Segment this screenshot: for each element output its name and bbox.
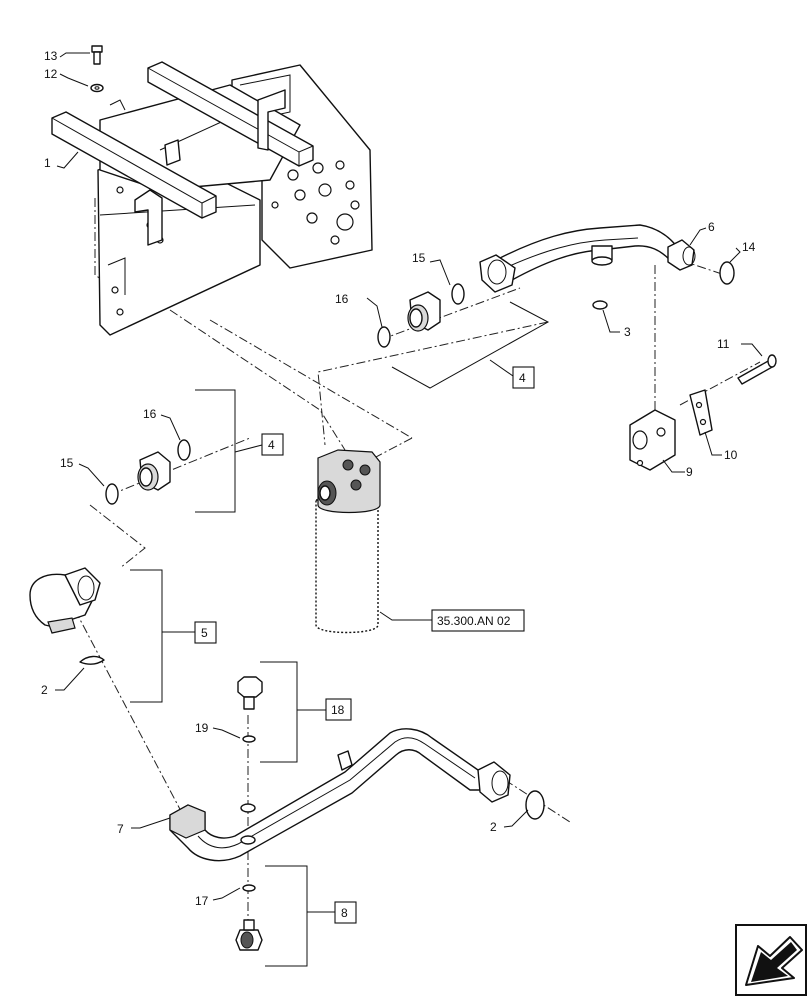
callout-7: 7	[117, 822, 124, 836]
plug-8	[235, 919, 263, 951]
group-label-18: 18	[331, 703, 345, 717]
filter-assembly	[315, 449, 381, 634]
callout-3: 3	[624, 325, 631, 339]
bolt-11	[737, 354, 777, 385]
washer-12	[90, 83, 104, 93]
callout-12: 12	[44, 67, 58, 81]
callout-16-upper: 16	[335, 292, 349, 306]
callout-2-left: 2	[41, 683, 48, 697]
callout-2-right: 2	[490, 820, 497, 834]
o-ring-16-upper	[377, 326, 391, 348]
callout-labels: 13 12 1 16 15 6 14 3 11 10 9 16 15 2 19 …	[41, 49, 756, 908]
group-label-5: 5	[201, 626, 208, 640]
leader-lines	[55, 52, 763, 901]
next-page-arrow-icon[interactable]	[735, 924, 807, 996]
o-ring-2-left	[79, 655, 105, 665]
callout-15-upper: 15	[412, 251, 426, 265]
tube-6	[479, 224, 696, 293]
o-ring-3	[592, 300, 608, 310]
bolt-13	[91, 45, 103, 65]
callout-10: 10	[724, 448, 738, 462]
o-ring-15-upper	[451, 283, 465, 305]
adapter-fitting-upper	[407, 291, 441, 332]
callout-16-lower: 16	[143, 407, 157, 421]
callout-13: 13	[44, 49, 58, 63]
group-label-4-lower: 4	[268, 438, 275, 452]
adapter-fitting-lower	[137, 451, 171, 491]
tube-7	[169, 728, 511, 862]
o-ring-2-right	[525, 790, 545, 820]
o-ring-14	[719, 261, 735, 285]
washer-19	[242, 735, 256, 743]
group-brackets	[130, 301, 550, 967]
callout-6: 6	[708, 220, 715, 234]
callout-14: 14	[742, 240, 756, 254]
washer-17	[242, 884, 256, 892]
group-label-8: 8	[341, 906, 348, 920]
callout-15-lower: 15	[60, 456, 74, 470]
callout-9: 9	[686, 465, 693, 479]
group-label-4-upper: 4	[519, 371, 526, 385]
callout-19: 19	[195, 721, 209, 735]
plate-10	[689, 389, 713, 436]
reference-label: 35.300.AN 02	[437, 614, 511, 628]
o-ring-15-lower	[105, 483, 119, 505]
elbow-fitting	[29, 567, 101, 634]
frame-assembly	[51, 61, 373, 336]
clamp-9	[629, 409, 676, 471]
plug-18	[237, 676, 263, 710]
boxed-labels: 4 4 5 18 8 35.300.AN 02	[194, 366, 535, 924]
o-ring-16-lower	[177, 439, 191, 461]
callout-1: 1	[44, 156, 51, 170]
callout-17: 17	[195, 894, 209, 908]
callout-11: 11	[717, 337, 730, 351]
